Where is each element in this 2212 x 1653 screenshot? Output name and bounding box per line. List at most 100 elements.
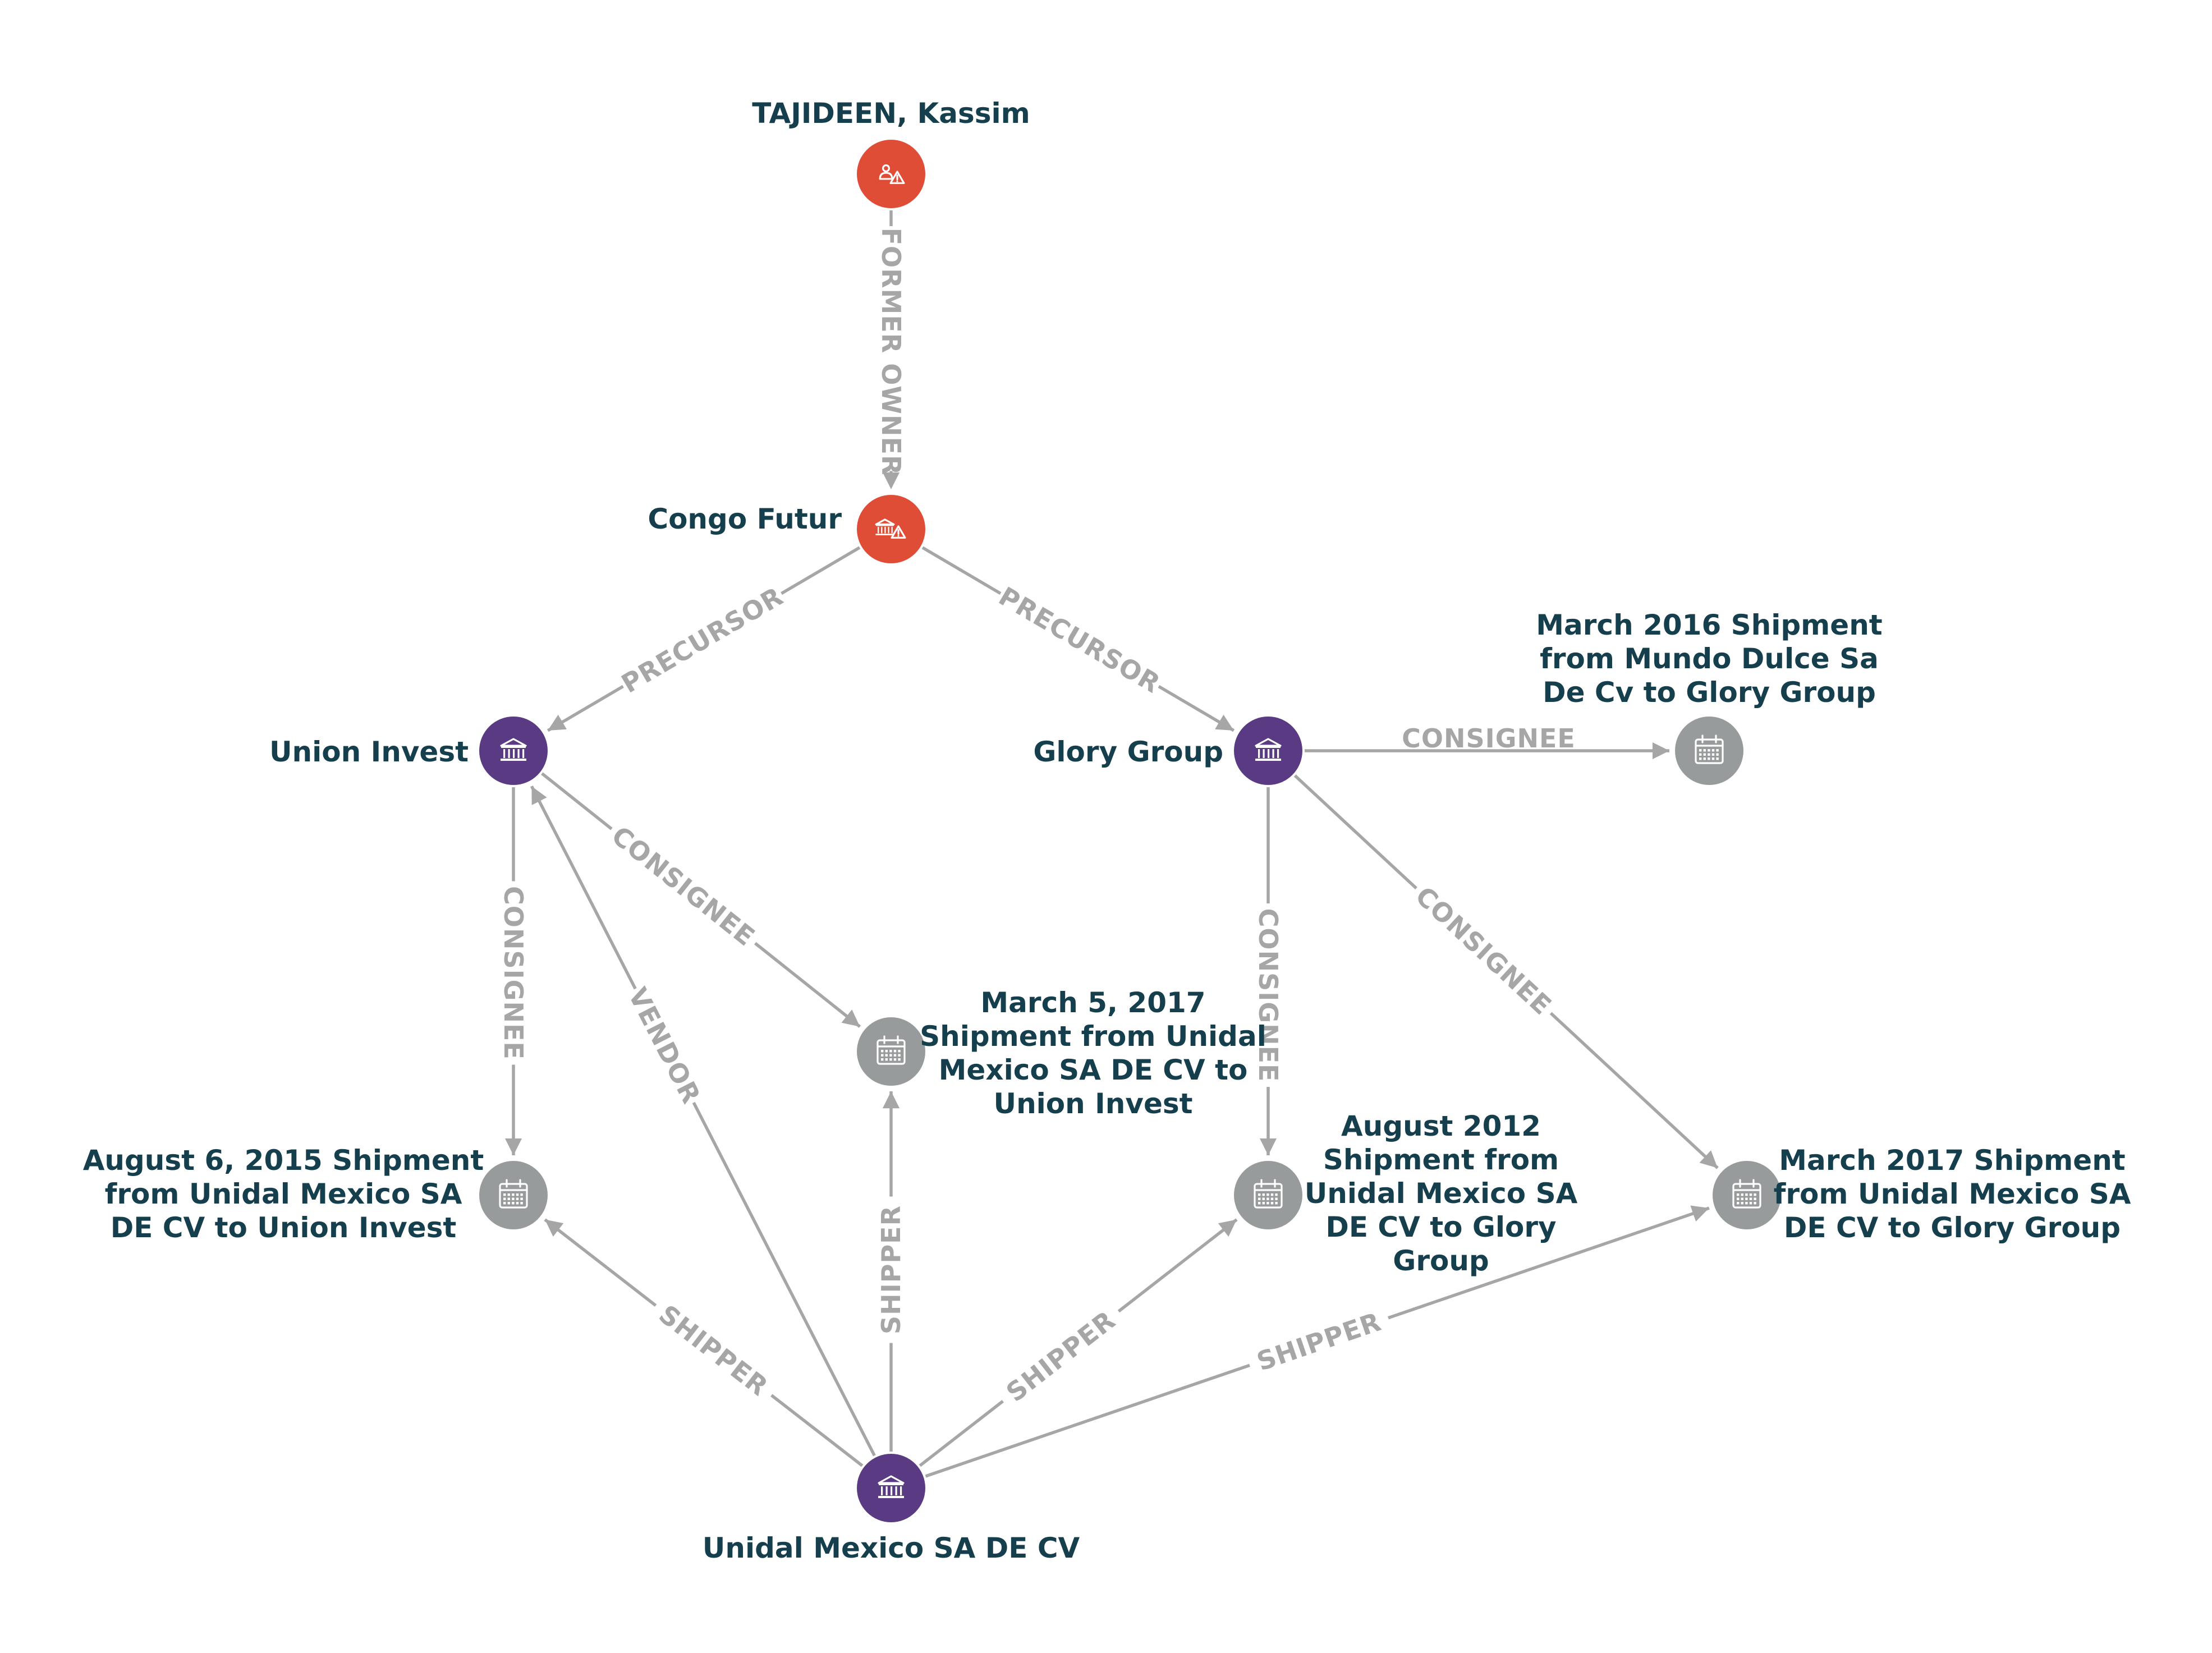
edge-label-gap — [992, 1298, 1129, 1415]
bank-base — [501, 759, 526, 761]
calendar-day — [885, 1058, 888, 1061]
bank-column — [895, 1486, 897, 1495]
calendar-icon — [1695, 734, 1724, 764]
bank-icon — [1255, 738, 1282, 761]
bank-column — [517, 749, 520, 758]
calendar-day — [885, 1050, 888, 1053]
node-label-line: Shipment from — [1323, 1144, 1559, 1176]
calendar-frame — [1254, 1183, 1283, 1209]
node-label: Unidal Mexico SA DE CV — [703, 1532, 1080, 1564]
calendar-frame — [1695, 738, 1724, 764]
calendar-day — [1754, 1197, 1756, 1200]
node-label-line: DE CV to Glory — [1325, 1211, 1556, 1243]
edge-label-gap — [497, 881, 530, 1065]
calendar-day — [1258, 1193, 1261, 1196]
node-congo[interactable]: Congo Futur — [648, 495, 925, 563]
calendar-day — [1749, 1193, 1752, 1196]
calendar-frame — [1732, 1183, 1761, 1209]
node-label-line: DE CV to Union Invest — [111, 1211, 457, 1244]
calendar-day — [503, 1197, 506, 1200]
bank-column — [522, 749, 525, 758]
bank-column — [503, 749, 506, 758]
node-label: Union Invest — [269, 736, 469, 768]
calendar-day — [1741, 1197, 1743, 1200]
node-label-line: from Unidal Mexico SA — [105, 1178, 462, 1210]
bank-icon — [500, 738, 527, 761]
node-label: Congo Futur — [648, 503, 842, 535]
calendar-day — [1262, 1202, 1265, 1205]
person-warning-icon — [879, 164, 905, 184]
calendar-day — [1258, 1197, 1261, 1200]
edge-label-gap — [614, 578, 790, 701]
calendar-day — [1266, 1202, 1269, 1205]
edge-consignee: CONSIGNEE — [1305, 723, 1669, 760]
calendar-day — [503, 1202, 506, 1205]
calendar-frame — [499, 1183, 528, 1209]
node-label-line: Glory Group — [1033, 736, 1223, 768]
calendar-day — [881, 1058, 884, 1061]
bank-column — [1272, 749, 1274, 758]
edge-shipper: SHIPPER — [919, 1218, 1238, 1467]
calendar-day — [1754, 1202, 1756, 1205]
calendar-day — [1699, 753, 1702, 756]
calendar-day — [1711, 757, 1715, 760]
bank-beam — [879, 1483, 903, 1485]
calendar-day — [1699, 757, 1702, 760]
person-head — [882, 164, 890, 172]
node-label: TAJIDEEN, Kassim — [752, 97, 1030, 130]
calendar-day — [881, 1050, 884, 1053]
edge-label: CONSIGNEE — [1253, 908, 1283, 1082]
calendar-day — [893, 1050, 897, 1053]
calendar-icon — [499, 1179, 528, 1209]
calendar-day — [1258, 1202, 1261, 1205]
edge-shipper: SHIPPER — [544, 1218, 864, 1467]
bank-column — [891, 1486, 893, 1495]
edge-label: CONSIGNEE — [1402, 723, 1576, 754]
bank-column — [1268, 749, 1270, 758]
node-glory[interactable]: Glory Group — [1033, 717, 1302, 785]
bank-warning-icon — [875, 518, 906, 539]
node-label-line: March 2017 Shipment — [1779, 1144, 2125, 1177]
warning-triangle — [889, 171, 905, 184]
node-unidal[interactable]: Unidal Mexico SA DE CV — [703, 1454, 1080, 1564]
node-label-line: Mexico SA DE CV to — [939, 1054, 1248, 1086]
calendar-day — [1749, 1202, 1752, 1205]
calendar-day — [1699, 749, 1702, 752]
calendar-day — [885, 1054, 888, 1057]
calendar-day — [1716, 757, 1719, 760]
bank-column — [900, 1486, 902, 1495]
node-union[interactable]: Union Invest — [269, 717, 548, 785]
edge-label: PRECURSOR — [616, 581, 788, 699]
edge-line — [530, 785, 876, 1457]
calendar-frame — [876, 1039, 906, 1065]
calendar-day — [1754, 1193, 1756, 1196]
bank-beam — [501, 746, 526, 748]
edge-label: CONSIGNEE — [606, 820, 761, 952]
calendar-day — [503, 1193, 506, 1196]
node-label-line: March 2016 Shipment — [1536, 609, 1882, 641]
bank-icon — [878, 1475, 905, 1498]
calendar-day — [1262, 1193, 1265, 1196]
calendar-day — [507, 1197, 510, 1200]
node-label-line: TAJIDEEN, Kassim — [752, 97, 1030, 130]
edge-precursor: PRECURSOR — [921, 546, 1235, 732]
edge-label-gap — [601, 815, 766, 957]
node-circle[interactable] — [857, 495, 925, 563]
calendar-day — [1741, 1193, 1743, 1196]
calendar-day — [1275, 1193, 1278, 1196]
node-tajideen[interactable]: TAJIDEEN, Kassim — [752, 97, 1030, 208]
calendar-day — [889, 1058, 892, 1061]
edge-label: SHIPPER — [1253, 1306, 1385, 1377]
edge-label-gap — [874, 232, 908, 471]
edge-precursor: PRECURSOR — [547, 546, 861, 732]
edge-label-gap — [874, 1196, 908, 1343]
